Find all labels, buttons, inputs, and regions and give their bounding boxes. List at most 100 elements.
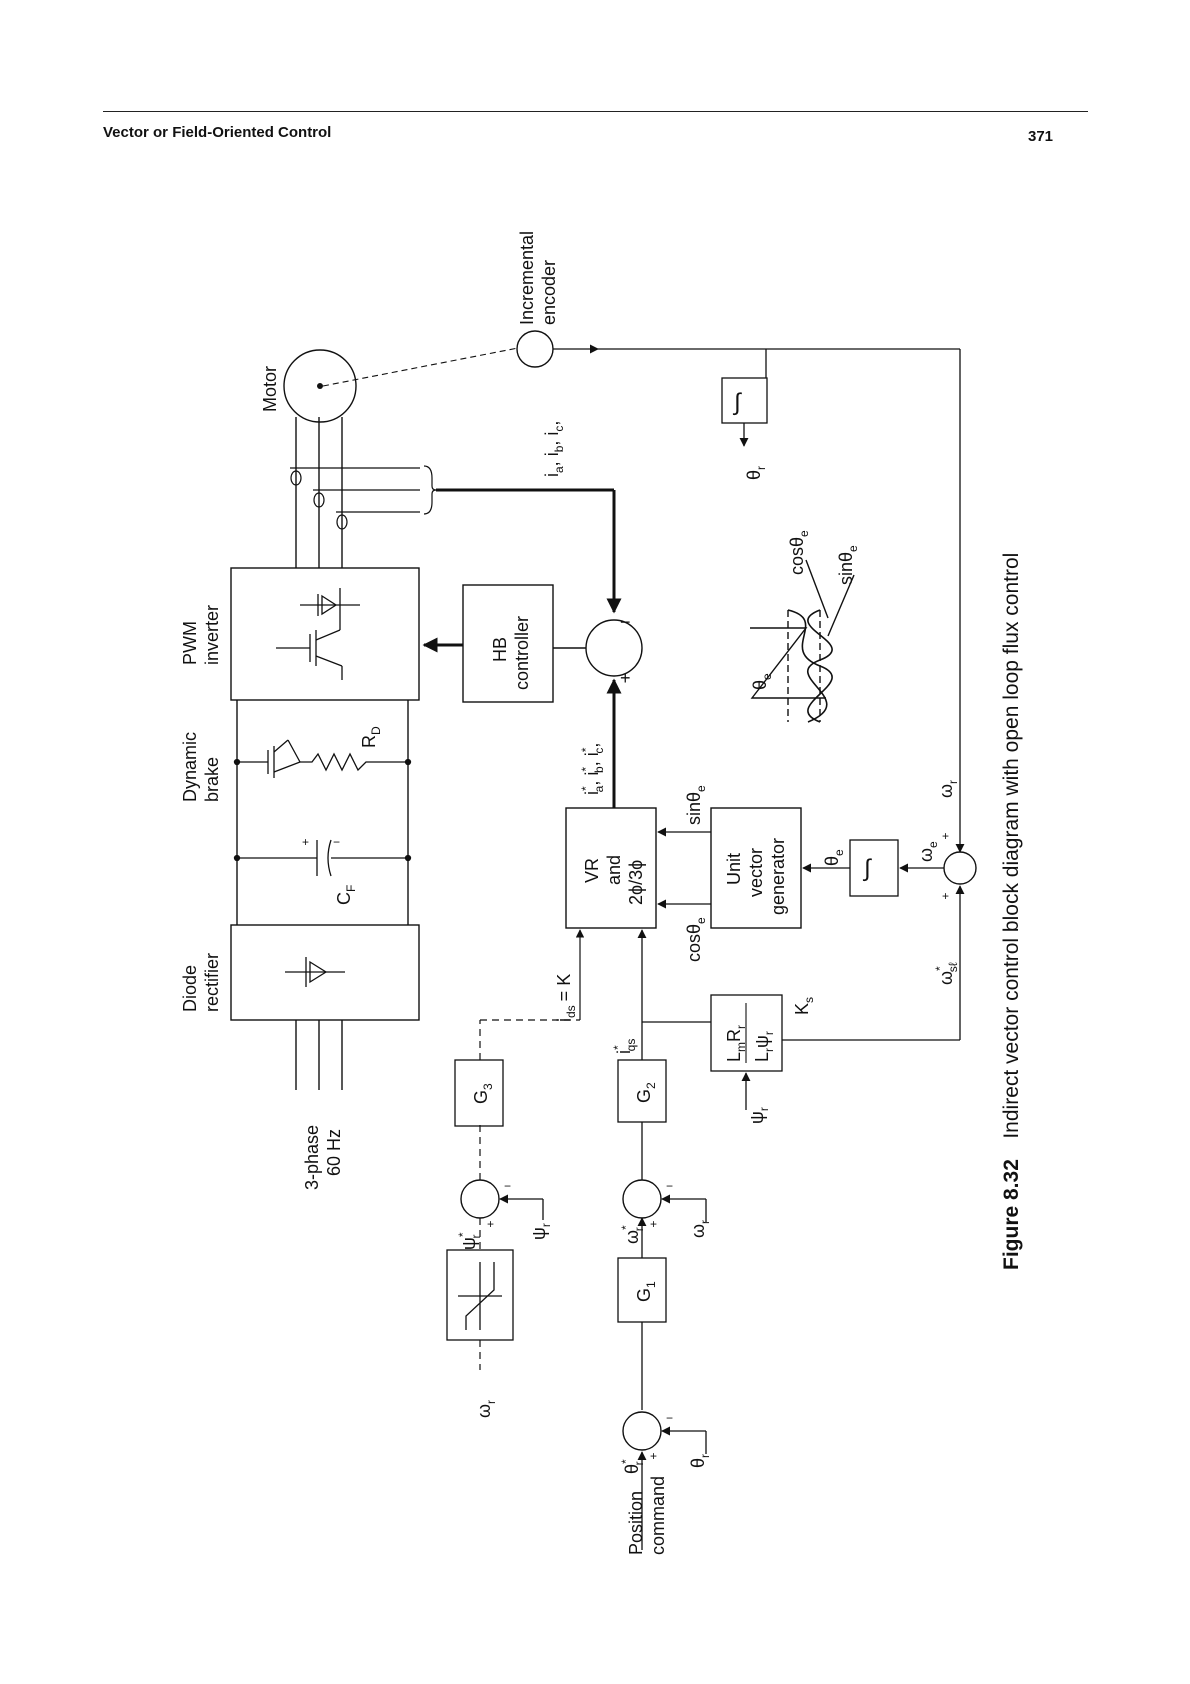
current-sum-plus: + bbox=[620, 668, 631, 688]
theta-r-integrator-symbol: ∫ bbox=[732, 389, 742, 416]
current-sum-minus: − bbox=[620, 612, 631, 632]
cap-plus: + bbox=[302, 835, 309, 849]
svg-text:ω*r: ω*r bbox=[619, 1225, 646, 1244]
cap-minus: − bbox=[333, 835, 340, 849]
hb-line1: HB bbox=[490, 637, 510, 662]
svg-text:θe: θe bbox=[750, 673, 774, 690]
theta-r-feedback-label: θr bbox=[688, 1454, 712, 1468]
slip-sum-plus-top: + bbox=[942, 829, 949, 843]
dc-bus bbox=[236, 700, 409, 925]
speed-feedback-line bbox=[553, 344, 965, 853]
psi-hat-feedback-label: ψr bbox=[529, 1223, 553, 1240]
svg-text:G3: G3 bbox=[471, 1083, 495, 1104]
diode-symbol bbox=[285, 957, 345, 987]
svg-text:i*a, i*b, i*c,: i*a, i*b, i*c, bbox=[579, 743, 606, 795]
omega-r-feedback-label: ωr bbox=[688, 1220, 712, 1238]
svg-text:vector: vector bbox=[746, 848, 766, 897]
ks-label: Ks bbox=[792, 997, 816, 1015]
svg-text:ω*sℓ: ω*sℓ bbox=[933, 962, 960, 985]
waveform-sketch bbox=[750, 559, 855, 723]
iqs-label: i*qs bbox=[611, 1039, 638, 1054]
encoder-circle bbox=[516, 330, 554, 368]
svg-text:Unit: Unit bbox=[724, 853, 744, 885]
g3-block bbox=[454, 1059, 504, 1127]
svg-text:ωe: ωe bbox=[916, 841, 940, 862]
motor-label-text: Motor bbox=[260, 366, 280, 412]
rd-label: RD bbox=[359, 726, 383, 748]
position-sum-junction bbox=[622, 1411, 662, 1451]
svg-text:cosθe: cosθe bbox=[787, 530, 811, 575]
theta-r-out-label: θr bbox=[744, 466, 768, 480]
g2-label: G2 bbox=[634, 1082, 658, 1103]
vr-block bbox=[565, 807, 657, 929]
hb-controller-label: HB controller bbox=[490, 616, 532, 690]
diode-rectifier-label: Diode rectifier bbox=[180, 953, 222, 1012]
omega-r-sum-label: ωr bbox=[936, 780, 960, 798]
svg-text:sinθe: sinθe bbox=[684, 785, 708, 825]
slip-sum-junction bbox=[943, 851, 977, 885]
i-abc-label: ia, ib, ic, bbox=[542, 421, 566, 477]
speed-sum-plus: + bbox=[650, 1217, 657, 1231]
sin-theta-label: sinθe bbox=[684, 785, 708, 825]
svg-text:Lrψr: Lrψr bbox=[752, 1031, 776, 1062]
position-sum-minus: − bbox=[666, 1411, 673, 1425]
svg-text:ids= K: ids= K bbox=[554, 974, 578, 1022]
svg-text:θe: θe bbox=[822, 849, 846, 866]
cf-label: CF bbox=[334, 885, 358, 905]
slip-gain-block bbox=[710, 994, 783, 1072]
page-number: 371 bbox=[1028, 128, 1054, 145]
ids-path bbox=[479, 929, 585, 1370]
svg-text:Ks: Ks bbox=[792, 997, 816, 1015]
position-command-label: Position command bbox=[626, 1476, 668, 1555]
svg-text:ωr: ωr bbox=[474, 1400, 498, 1418]
slip-sum-plus-bottom: + bbox=[942, 889, 949, 903]
g1-label: G1 bbox=[634, 1281, 658, 1302]
figure-caption-text: Indirect vector control block diagram wi… bbox=[1000, 553, 1023, 1139]
current-sensors bbox=[290, 465, 437, 530]
svg-text:i*qs: i*qs bbox=[611, 1039, 638, 1054]
ids-label: ids= K bbox=[554, 974, 578, 1022]
pwm-label-line1: PWM bbox=[180, 621, 200, 665]
theta-e-integrator bbox=[849, 839, 899, 897]
omega-slip-label: ω*sℓ bbox=[933, 962, 960, 985]
supply-label: 3-phase 60 Hz bbox=[302, 1125, 344, 1190]
svg-text:Figure 8.32 Indirect v: Figure 8.32 Indirect vector control bloc… bbox=[1000, 553, 1023, 1270]
slip-gain-denominator: Lrψr bbox=[752, 1031, 776, 1062]
position-label-line1: Position bbox=[626, 1491, 646, 1555]
i-star-abc-label: i*a, i*b, i*c, bbox=[579, 743, 606, 795]
brake-label-line2: brake bbox=[202, 757, 222, 802]
supply-lines bbox=[295, 1020, 343, 1090]
pwm-label-line2: inverter bbox=[202, 605, 222, 665]
encoder-label: Incremental encoder bbox=[517, 231, 559, 325]
svg-text:ia, ib, ic,: ia, ib, ic, bbox=[542, 421, 566, 477]
omega-e-label: ωe bbox=[916, 841, 940, 862]
motor-label: Motor bbox=[260, 366, 280, 412]
wave-sin-label: sinθe bbox=[836, 545, 860, 585]
svg-text:cosθe: cosθe bbox=[684, 917, 708, 962]
running-title: Vector or Field-Oriented Control bbox=[103, 124, 332, 141]
iqs-path bbox=[637, 929, 960, 1550]
rd-label-text: RD bbox=[359, 726, 383, 748]
pwm-inverter-block bbox=[230, 567, 420, 701]
encoder-label-line1: Incremental bbox=[517, 231, 537, 325]
figure-caption: Figure 8.32 Indirect vector control bloc… bbox=[1000, 553, 1023, 1270]
figure-number: Figure 8.32 bbox=[1000, 1159, 1023, 1270]
dynamic-brake-circuit bbox=[233, 739, 412, 778]
svg-text:ψr: ψr bbox=[529, 1223, 553, 1240]
svg-text:ψ*r: ψ*r bbox=[456, 1232, 483, 1250]
current-sum-junction bbox=[585, 619, 643, 677]
g3-label: G3 bbox=[471, 1083, 495, 1104]
svg-text:sinθe: sinθe bbox=[836, 545, 860, 585]
svg-text:generator: generator bbox=[768, 838, 788, 915]
diode-rectifier-block bbox=[230, 924, 420, 1021]
theta-e-integrator-symbol: ∫ bbox=[862, 855, 872, 882]
g1-block bbox=[617, 1257, 667, 1323]
svg-text:2ϕ/3ϕ: 2ϕ/3ϕ bbox=[626, 860, 646, 905]
svg-text:θr: θr bbox=[688, 1454, 712, 1468]
current-feedback-line bbox=[436, 488, 622, 614]
speed-sum-junction bbox=[622, 1179, 662, 1219]
psi-hat-input-label: ψr bbox=[747, 1107, 771, 1124]
header-rule bbox=[103, 111, 1088, 112]
